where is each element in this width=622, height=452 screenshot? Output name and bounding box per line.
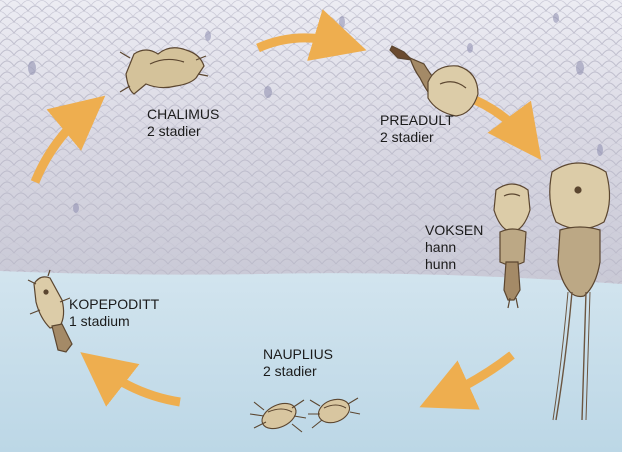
kopepoditt-name: KOPEPODITT [69, 296, 159, 313]
kopepoditt-detail: 1 stadium [69, 313, 159, 330]
preadult-name: PREADULT [380, 112, 454, 129]
stage-label-nauplius: NAUPLIUS 2 stadier [263, 346, 333, 380]
stage-label-voksen: VOKSEN hann hunn [425, 222, 483, 273]
nauplius-detail: 2 stadier [263, 363, 333, 380]
stage-label-chalimus: CHALIMUS 2 stadier [147, 106, 219, 140]
chalimus-detail: 2 stadier [147, 123, 219, 140]
voksen-female: hunn [425, 256, 483, 273]
voksen-name: VOKSEN [425, 222, 483, 239]
stage-label-preadult: PREADULT 2 stadier [380, 112, 454, 146]
chalimus-name: CHALIMUS [147, 106, 219, 123]
preadult-detail: 2 stadier [380, 129, 454, 146]
fish-scale-texture [0, 0, 622, 284]
nauplius-name: NAUPLIUS [263, 346, 333, 363]
stage-label-kopepoditt: KOPEPODITT 1 stadium [69, 296, 159, 330]
voksen-male: hann [425, 239, 483, 256]
